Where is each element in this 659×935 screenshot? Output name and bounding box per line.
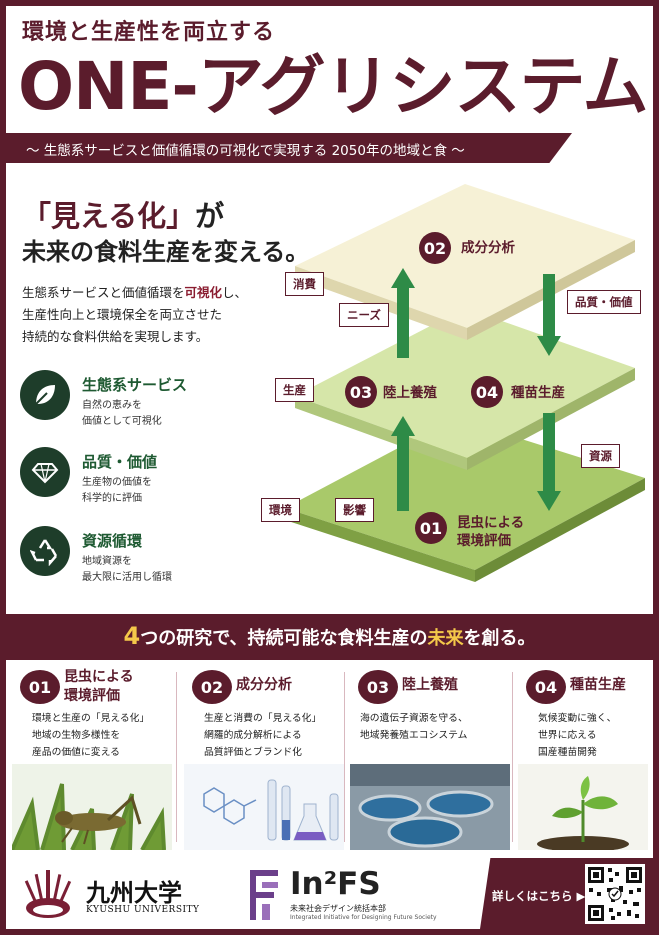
feature-recycle: 資源循環 地域資源を最大限に活用し循環: [20, 526, 260, 596]
infs-name-en: Integrated Initiative for Designing Futu…: [290, 914, 437, 921]
divider: [512, 672, 513, 842]
subtitle-banner: ～ 生態系サービスと価値循環の可視化で実現する 2050年の地域と食 ～: [6, 133, 572, 163]
headline-accent: 「見える化」: [22, 199, 196, 233]
leaf-icon: [20, 370, 70, 420]
feature-desc: 生産物の価値を科学的に評価: [82, 477, 152, 504]
research-title: 陸上養殖: [402, 677, 458, 693]
research-number: 02: [192, 670, 232, 704]
intro-headline-2: 未来の食料生産を変える。: [22, 238, 310, 266]
feature-ecosystem: 生態系サービス 自然の恵みを価値として可視化: [20, 370, 260, 440]
research-number: 03: [358, 670, 398, 704]
qr-code[interactable]: [585, 864, 645, 924]
band-text: 4つの研究で、持続可能な食料生産の未来を創る。: [123, 622, 536, 650]
feature-title: 生態系サービス: [82, 376, 188, 394]
research-desc: 海の遺伝子資源を守る、地域発養殖エコシステム: [360, 713, 468, 741]
node-label: 種苗生産: [511, 385, 565, 401]
research-card-03: 03 陸上養殖 海の遺伝子資源を守る、地域発養殖エコシステム: [350, 666, 510, 850]
node-number: 03: [345, 376, 377, 408]
seedling-image: [518, 764, 648, 850]
lab-glassware-image: [184, 764, 344, 850]
node-label: 昆虫による環境評価: [457, 515, 525, 549]
feature-desc: 自然の恵みを価値として可視化: [82, 400, 162, 427]
research-desc: 気候変動に強く、世界に応える国産種苗開発: [538, 713, 617, 758]
research-card-01: 01 昆虫による環境評価 環境と生産の「見える化」地域の生物多様性を産品の価値に…: [12, 666, 172, 850]
research-number: 01: [20, 670, 60, 704]
intro-headline: 「見える化」が: [22, 193, 224, 235]
infs-name: In²FS: [290, 866, 381, 902]
recycle-icon: [20, 526, 70, 576]
node-number: 04: [471, 376, 503, 408]
layer-diagram: 消費 ニーズ 品質・価値 生産 資源 環境 影響 02 成分分析 03 陸上養殖…: [255, 178, 659, 608]
diamond-icon: [20, 447, 70, 497]
feature-title: 品質・価値: [82, 453, 158, 471]
subtitle-text: ～ 生態系サービスと価値循環の可視化で実現する 2050年の地域と食 ～: [26, 143, 465, 159]
kyushu-university-en: KYUSHU UNIVERSITY: [86, 905, 200, 915]
feature-title: 資源循環: [82, 532, 143, 550]
research-title: 昆虫による環境評価: [64, 669, 134, 704]
label-environment: 環境: [261, 498, 300, 522]
label-production: 生産: [275, 378, 314, 402]
more-info-link[interactable]: 詳しくはこちら ▶: [492, 889, 586, 903]
aquaculture-tanks-image: [350, 764, 510, 850]
label-resources: 資源: [581, 444, 620, 468]
intro-body: 生態系サービスと価値循環を可視化し、 生産性向上と環境保全を両立させた 持続的な…: [22, 285, 248, 344]
research-card-04: 04 種苗生産 気候変動に強く、世界に応える国産種苗開発: [518, 666, 659, 850]
grasshopper-image: [12, 764, 172, 850]
top-title: 環境と生産性を両立する: [22, 20, 276, 45]
node-label: 陸上養殖: [383, 385, 437, 401]
node-number: 01: [415, 512, 447, 544]
research-card-02: 02 成分分析 生産と消費の「見える化」網羅的成分解析による品質評価とブランド化: [184, 666, 344, 850]
infs-name-ja: 未来社会デザイン統括本部: [290, 904, 386, 913]
research-desc: 環境と生産の「見える化」地域の生物多様性を産品の価値に変える: [32, 713, 150, 758]
feature-quality: 品質・価値 生産物の価値を科学的に評価: [20, 447, 260, 517]
kyushu-university-name: 九州大学: [86, 878, 182, 907]
feature-desc: 地域資源を最大限に活用し循環: [82, 556, 172, 583]
highlight-word: 可視化: [184, 285, 223, 300]
node-number: 02: [419, 232, 451, 264]
research-desc: 生産と消費の「見える化」網羅的成分解析による品質評価とブランド化: [204, 713, 322, 758]
node-label: 成分分析: [461, 240, 515, 256]
label-impact: 影響: [335, 498, 374, 522]
research-number: 04: [526, 670, 566, 704]
kyushu-university-logo: [24, 870, 72, 918]
research-band: 4つの研究で、持続可能な食料生産の未来を創る。: [6, 614, 653, 660]
divider: [344, 672, 345, 842]
label-consumption: 消費: [285, 272, 324, 296]
band-highlight: 未来: [427, 628, 464, 649]
divider: [176, 672, 177, 842]
infs-logo-mark: [250, 870, 278, 920]
research-title: 成分分析: [236, 677, 292, 693]
label-quality: 品質・価値: [567, 290, 641, 314]
main-title: ONE-アグリシステム: [18, 48, 649, 125]
research-title: 種苗生産: [570, 677, 626, 693]
label-needs: ニーズ: [339, 303, 389, 327]
headline-particle: が: [195, 199, 225, 233]
